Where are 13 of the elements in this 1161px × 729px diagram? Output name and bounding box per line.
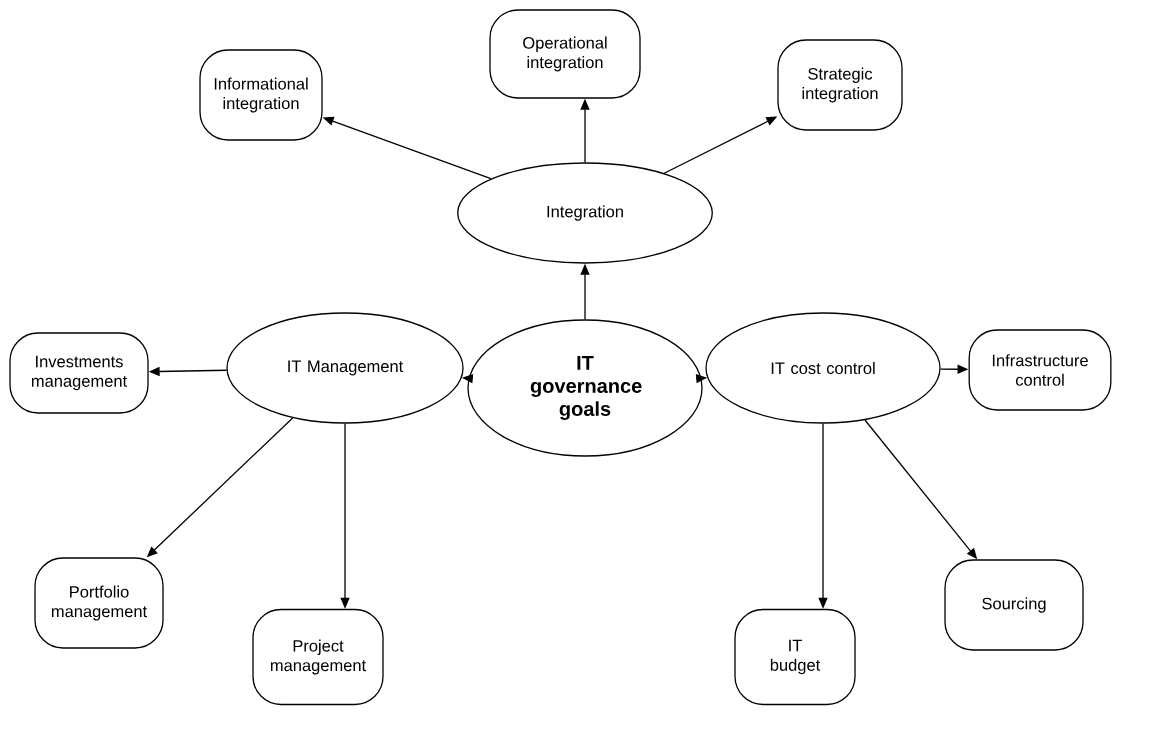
ellipse-node: IT Management	[226, 312, 464, 424]
ellipse-node: Integration	[457, 162, 713, 264]
rounded-box: Strategic integration	[777, 39, 903, 131]
rounded-box: Sourcing	[944, 559, 1084, 651]
ellipse-node: IT cost control	[705, 312, 941, 424]
rounded-box: Operational integration	[489, 9, 641, 99]
rounded-box: IT budget	[734, 608, 856, 706]
rounded-box: Investments management	[9, 332, 149, 414]
rounded-box: Informational integration	[199, 49, 323, 141]
rounded-box: Project management	[252, 608, 384, 706]
ellipse-node: IT governance goals	[467, 319, 703, 457]
rounded-box: Infrastructure control	[968, 329, 1112, 411]
rounded-box: Portfolio management	[34, 557, 164, 649]
